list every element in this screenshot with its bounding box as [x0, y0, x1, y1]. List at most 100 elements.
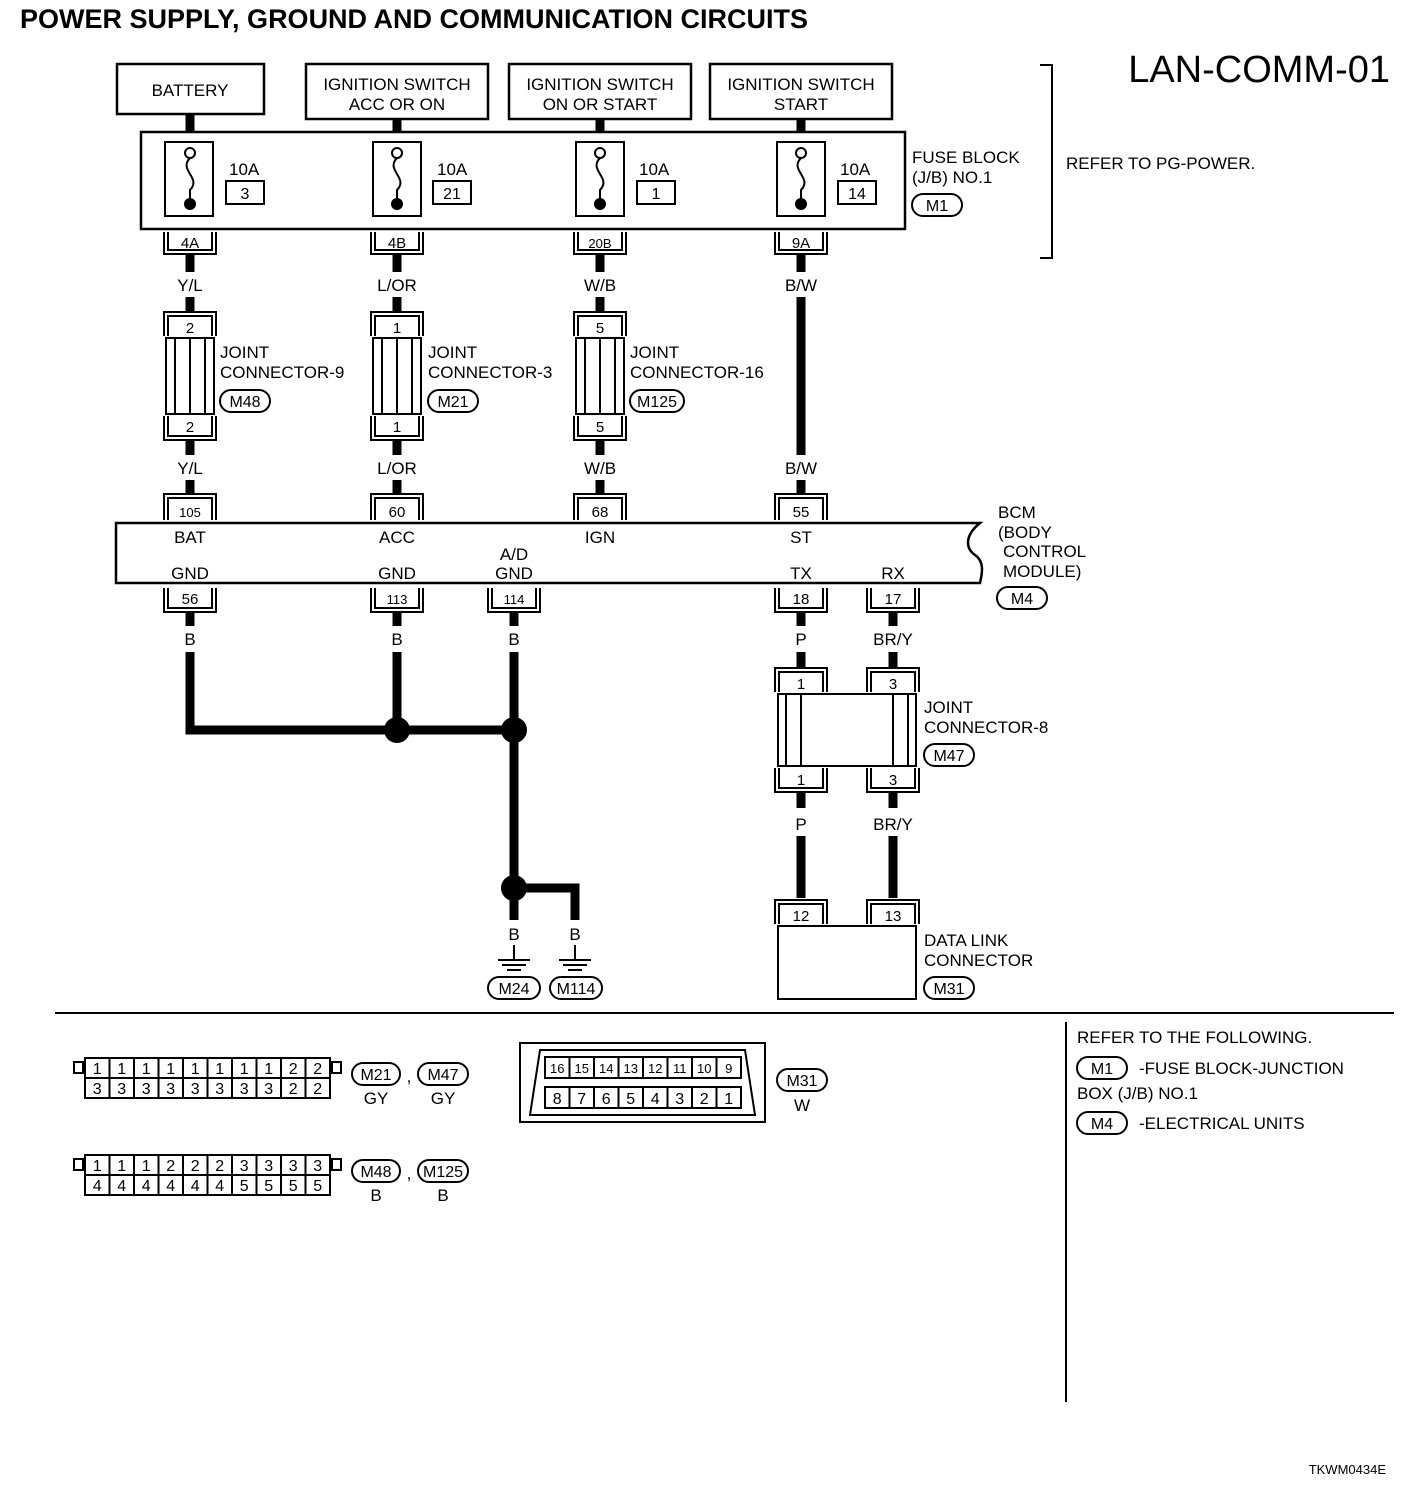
- dlc-face-cell-label: 6: [602, 1091, 611, 1108]
- jc3-label-2: CONNECTOR-3: [428, 363, 552, 382]
- face-cell-label: 3: [313, 1158, 322, 1175]
- bcm-gnd-113-label: GND: [378, 564, 416, 583]
- face-connector-name: M47: [427, 1067, 458, 1084]
- terminal-4a: 4A: [181, 235, 199, 252]
- bcm-pin-55: 55: [793, 504, 810, 521]
- face-cell-label: 1: [240, 1061, 249, 1078]
- upper-wires: Y/L L/OR W/B B/W: [177, 254, 817, 455]
- dlc-face-cell-label: 5: [626, 1091, 635, 1108]
- fuse-1-rating: 10A: [229, 160, 260, 179]
- face-cell-label: 1: [264, 1061, 273, 1078]
- bcm-gnd-56-label: GND: [171, 564, 209, 583]
- ground-wiring: B B M24 M114: [185, 652, 603, 1000]
- face-cell-label: 4: [93, 1178, 102, 1195]
- bcm-rx-label: RX: [881, 564, 905, 583]
- face-connector-name: M21: [360, 1067, 391, 1084]
- face-cell-label: 4: [166, 1178, 175, 1195]
- wire-label-yl-1: Y/L: [177, 276, 203, 295]
- face-separator: ,: [407, 1067, 412, 1086]
- face-cell-label: 3: [142, 1081, 151, 1098]
- face-cell-label: 1: [117, 1158, 126, 1175]
- jc8-label-1: JOINT: [924, 698, 973, 717]
- jc9-pin-bottom: 2: [186, 419, 194, 436]
- ground-symbol-m24: M24: [487, 945, 541, 1000]
- face-cell-label: 3: [289, 1158, 298, 1175]
- face-connector-name: M48: [360, 1164, 391, 1181]
- refer-bracket: [1040, 64, 1053, 259]
- bcm-pin-60: 60: [389, 504, 406, 521]
- face-cell-label: 3: [215, 1081, 224, 1098]
- wire-b-113: B: [391, 630, 402, 649]
- bcm-tx-label: TX: [790, 564, 812, 583]
- bcm-pin-105: 105: [179, 505, 201, 520]
- dlc-face-color: W: [794, 1096, 810, 1115]
- dlc-wire-bry: BR/Y: [873, 815, 913, 834]
- bcm-ad-label: A/D: [500, 545, 528, 564]
- face-cell-label: 4: [142, 1178, 151, 1195]
- bcm-pin-56: 56: [182, 591, 199, 608]
- dlc-face-name: M31: [786, 1073, 817, 1090]
- bcm-acc-label: ACC: [379, 528, 415, 547]
- dlc-face-cell-label: 14: [599, 1061, 613, 1076]
- wire-label-bw-1: B/W: [785, 276, 817, 295]
- bcm: BAT ACC IGN ST GND GND A/D GND TX RX BCM…: [114, 503, 1086, 610]
- ground-wire-label-1: B: [508, 925, 519, 944]
- power-sources: BATTERY IGNITION SWITCH ACC OR ON IGNITI…: [115, 62, 894, 121]
- face-cell-label: 1: [166, 1061, 175, 1078]
- bcm-pin-114: 114: [504, 592, 525, 607]
- face-cell-label: 1: [117, 1061, 126, 1078]
- face-cell-label: 2: [313, 1081, 322, 1098]
- dlc-face-cell: [715, 1056, 742, 1079]
- fuse-3-rating: 10A: [639, 160, 670, 179]
- fuse-block-label-1: FUSE BLOCK: [912, 148, 1020, 167]
- fuse-block-connector: M1: [926, 198, 948, 215]
- dlc-face-cell-label: 9: [725, 1061, 732, 1076]
- dlc-label-2: CONNECTOR: [924, 951, 1033, 970]
- ground-connector-m24: M24: [498, 981, 529, 998]
- dlc-face-cell-label: 1: [724, 1091, 733, 1108]
- jc9-label-1: JOINT: [220, 343, 269, 362]
- data-link-connector: 12 13 DATA LINK CONNECTOR M31: [774, 899, 1033, 1000]
- dlc-face-cell-label: 13: [624, 1061, 638, 1076]
- face-connector-color: B: [370, 1186, 381, 1205]
- wire-p-18: P: [795, 630, 806, 649]
- face-cell-label: 5: [289, 1178, 298, 1195]
- bcm-pin-68: 68: [592, 504, 609, 521]
- dlc-face-cell-label: 3: [675, 1091, 684, 1108]
- bcm-label-3: CONTROL: [1003, 542, 1086, 561]
- face-cell-label: 4: [215, 1178, 224, 1195]
- dlc-pin-13: 13: [885, 908, 902, 925]
- bcm-pin-113: 113: [387, 592, 408, 607]
- face-cell-label: 5: [240, 1178, 249, 1195]
- refer-pg-power: REFER TO PG-POWER.: [1066, 154, 1255, 173]
- terminal-9a: 9A: [792, 235, 810, 252]
- dlc-face-cell-label: 16: [550, 1061, 564, 1076]
- terminal-20b: 20B: [588, 236, 611, 251]
- fuse-block: 10A 3 10A 21 10A 1: [139, 64, 1255, 259]
- face-cell-label: 3: [264, 1158, 273, 1175]
- terminal-4b: 4B: [388, 235, 406, 252]
- face-cell-label: 4: [117, 1178, 126, 1195]
- dlc-face-cell-label: 4: [651, 1091, 660, 1108]
- face-cell-label: 1: [93, 1061, 102, 1078]
- face-cell-label: 3: [117, 1081, 126, 1098]
- splice-2: [501, 717, 527, 743]
- fuse-2-number: 21: [443, 186, 461, 203]
- wire-label-lor-2: L/OR: [377, 459, 417, 478]
- footer-code: TKWM0434E: [1309, 1462, 1387, 1477]
- middle-wires: Y/L L/OR W/B B/W: [177, 440, 817, 494]
- bcm-bottom-pins: 56 113 114 18 17: [163, 588, 920, 613]
- dlc-face-cell: [715, 1086, 742, 1109]
- fuse-block-connector-badge: [911, 193, 963, 217]
- face-cell-label: 2: [215, 1158, 224, 1175]
- wire-label-yl-2: Y/L: [177, 459, 203, 478]
- face-cell-label: 1: [215, 1061, 224, 1078]
- dlc-wire-p: P: [795, 815, 806, 834]
- jc9-pin-top: 2: [186, 320, 194, 337]
- ignition-on-label-2: ON OR START: [543, 95, 658, 114]
- face-cell-label: 2: [191, 1158, 200, 1175]
- joint-connectors: 2 2 JOINT CONNECTOR-9 M48 1 1 JOINT CONN…: [163, 311, 764, 441]
